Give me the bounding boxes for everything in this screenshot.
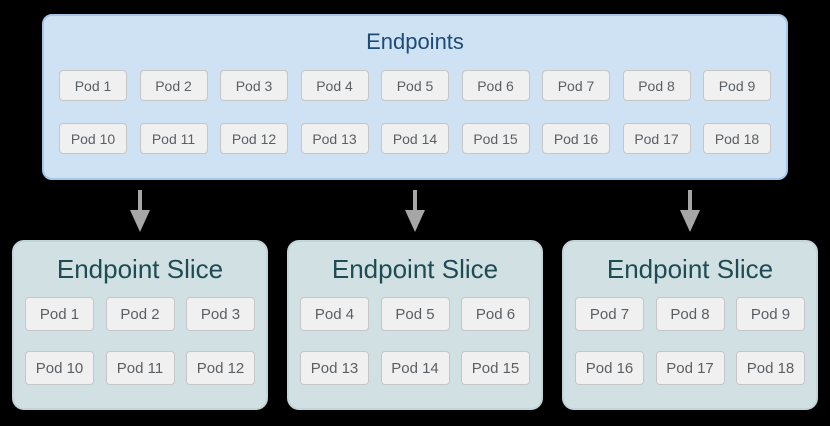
pod-box: Pod 2 [139, 70, 208, 101]
arrow-head [130, 210, 150, 232]
arrow-head [680, 210, 700, 232]
slice-pod-row-2: Pod 16 Pod 17 Pod 18 [575, 351, 805, 385]
endpoints-pod-row-2: Pod 10 Pod 11 Pod 12 Pod 13 Pod 14 Pod 1… [59, 123, 771, 154]
endpoint-slice-box-3: Endpoint Slice Pod 7 Pod 8 Pod 9 Pod 16 … [562, 240, 818, 410]
slice-pod-row-1: Pod 1 Pod 2 Pod 3 [25, 297, 255, 331]
pod-box: Pod 6 [461, 70, 530, 101]
arrow-stem [688, 190, 692, 210]
pod-box: Pod 15 [461, 123, 530, 154]
pod-box: Pod 2 [105, 297, 175, 331]
pod-box: Pod 7 [575, 297, 644, 331]
pod-box: Pod 5 [380, 297, 450, 331]
pod-box: Pod 10 [25, 351, 94, 385]
arrow-stem [413, 190, 417, 210]
endpoint-slice-box-2: Endpoint Slice Pod 4 Pod 5 Pod 6 Pod 13 … [287, 240, 543, 410]
pod-box: Pod 8 [622, 70, 691, 101]
pod-box: Pod 10 [59, 123, 127, 154]
arrow-down-icon [680, 190, 700, 232]
pod-box: Pod 17 [622, 123, 691, 154]
slice-pod-row-2: Pod 13 Pod 14 Pod 15 [300, 351, 530, 385]
endpoints-pod-row-1: Pod 1 Pod 2 Pod 3 Pod 4 Pod 5 Pod 6 Pod … [59, 70, 771, 101]
pod-box: Pod 8 [655, 297, 725, 331]
pod-box: Pod 17 [655, 351, 725, 385]
pod-box: Pod 12 [220, 123, 288, 154]
pod-box: Pod 7 [542, 70, 610, 101]
pod-box: Pod 3 [220, 70, 288, 101]
endpoint-slice-box-1: Endpoint Slice Pod 1 Pod 2 Pod 3 Pod 10 … [12, 240, 268, 410]
endpoints-box: Endpoints Pod 1 Pod 2 Pod 3 Pod 4 Pod 5 … [42, 14, 788, 180]
slice-pod-row-1: Pod 7 Pod 8 Pod 9 [575, 297, 805, 331]
endpoint-slice-title: Endpoint Slice [606, 254, 774, 284]
pod-box: Pod 1 [25, 297, 94, 331]
arrow-head [405, 210, 425, 232]
endpoint-slice-title: Endpoint Slice [56, 254, 224, 284]
pod-box: Pod 14 [380, 351, 450, 385]
pod-box: Pod 13 [300, 123, 369, 154]
pod-box: Pod 6 [461, 297, 530, 331]
slice-pod-row-2: Pod 10 Pod 11 Pod 12 [25, 351, 255, 385]
pod-box: Pod 14 [381, 123, 449, 154]
pod-box: Pod 12 [186, 351, 255, 385]
endpoints-title: Endpoints [366, 29, 464, 54]
pod-box: Pod 18 [703, 123, 771, 154]
arrow-down-icon [130, 190, 150, 232]
pod-box: Pod 1 [59, 70, 127, 101]
pod-box: Pod 4 [300, 297, 369, 331]
pod-box: Pod 3 [186, 297, 255, 331]
arrow-down-icon [405, 190, 425, 232]
slice-pod-row-1: Pod 4 Pod 5 Pod 6 [300, 297, 530, 331]
pod-box: Pod 15 [461, 351, 530, 385]
pod-box: Pod 11 [139, 123, 208, 154]
pod-box: Pod 11 [105, 351, 175, 385]
arrow-stem [138, 190, 142, 210]
pod-box: Pod 16 [542, 123, 610, 154]
pod-box: Pod 13 [300, 351, 369, 385]
pod-box: Pod 16 [575, 351, 644, 385]
pod-box: Pod 4 [300, 70, 369, 101]
pod-box: Pod 5 [381, 70, 449, 101]
pod-box: Pod 9 [703, 70, 771, 101]
endpoint-slice-title: Endpoint Slice [331, 254, 499, 284]
pod-box: Pod 18 [736, 351, 805, 385]
pod-box: Pod 9 [736, 297, 805, 331]
